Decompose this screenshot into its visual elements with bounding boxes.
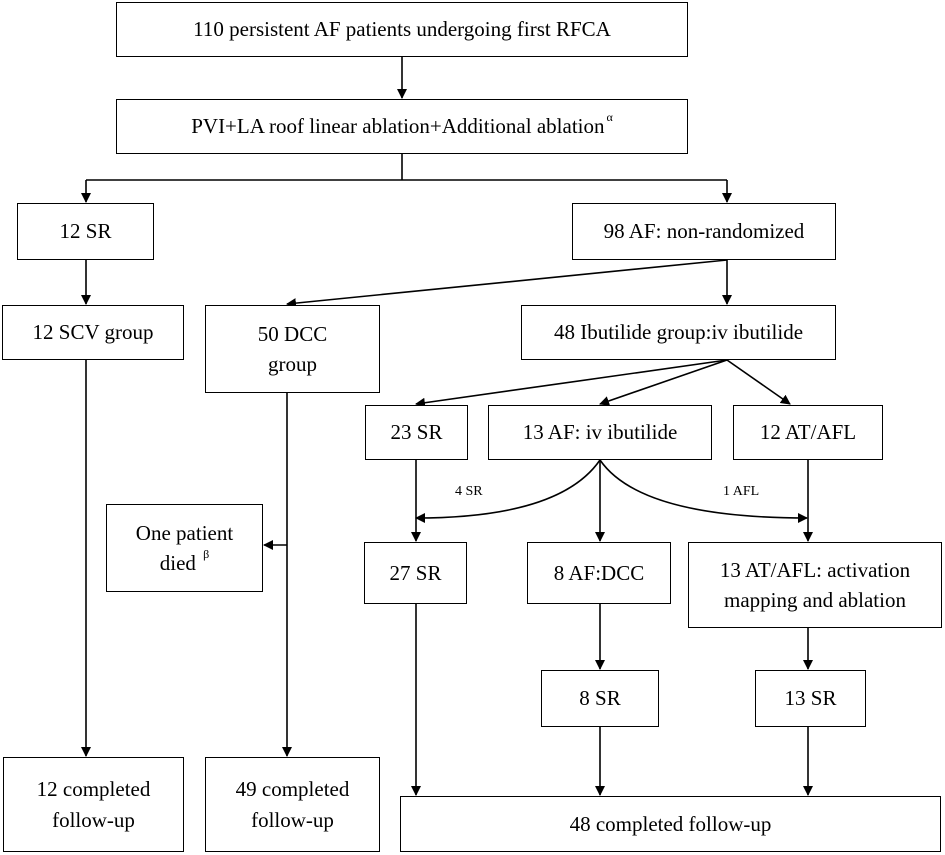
edge-ibu-to-atafl12: [726, 359, 791, 405]
box-scv: 12 SCV group: [2, 305, 184, 360]
died-footnote-mark: β: [203, 547, 210, 561]
box-dcc50-content: 50 DCC group: [258, 319, 327, 380]
edge-label-4sr: 4 SR: [455, 484, 483, 499]
box-af98-text: 98 AF: non-randomized: [603, 219, 805, 244]
box-sr13: 13 SR: [755, 670, 866, 727]
box-fu48-text: 48 completed follow-up: [569, 811, 772, 836]
ablation-footnote-mark: α: [606, 110, 613, 125]
box-atafl12-text: 12 AT/AFL: [759, 420, 857, 445]
box-ibutilide48: 48 Ibutilide group:iv ibutilide: [521, 305, 836, 360]
box-dcc50-line1: 50 DCC: [257, 321, 328, 346]
edge-af13-to-sr27: [415, 459, 601, 523]
box-died: One patient died β: [106, 504, 263, 592]
box-dcc50-line2: group: [268, 352, 317, 376]
box-sr27: 27 SR: [364, 542, 467, 604]
edge-ibu-to-sr23: [415, 359, 728, 408]
box-dcc50: 50 DCC group: [205, 305, 380, 393]
box-sr23: 23 SR: [365, 405, 468, 460]
edge-label-1afl: 1 AFL: [723, 484, 760, 499]
box-atafl13: 13 AT/AFL: activation mapping and ablati…: [688, 542, 942, 628]
box-af13-text: 13 AF: iv ibutilide: [522, 420, 678, 445]
edge-af98-to-dcc: [286, 259, 728, 309]
box-died-line2: died β: [136, 547, 233, 578]
box-fu49-line2: follow-up: [251, 807, 334, 832]
box-fu12-line2: follow-up: [52, 807, 135, 832]
box-atafl13-line2: mapping and ablation: [724, 588, 906, 612]
box-atafl12: 12 AT/AFL: [733, 405, 883, 460]
box-afdcc8: 8 AF:DCC: [527, 542, 671, 604]
box-afdcc8-text: 8 AF:DCC: [553, 560, 645, 585]
edge-ibu-to-af13: [599, 359, 728, 406]
box-fu12-line1: 12 completed: [36, 777, 151, 802]
box-died-line1: One patient: [135, 520, 234, 545]
box-top: 110 persistent AF patients undergoing fi…: [116, 2, 688, 57]
box-sr8: 8 SR: [541, 670, 659, 727]
box-sr13-text: 13 SR: [784, 686, 837, 711]
box-atafl13-line1: 13 AT/AFL: activation: [719, 557, 911, 582]
box-top-text: 110 persistent AF patients undergoing fi…: [193, 17, 611, 42]
box-af13: 13 AF: iv ibutilide: [488, 405, 712, 460]
box-fu12: 12 completed follow-up: [3, 757, 184, 852]
box-ibutilide48-text: 48 Ibutilide group:iv ibutilide: [553, 320, 804, 345]
box-sr8-text: 8 SR: [579, 686, 621, 711]
box-sr12-text: 12 SR: [59, 219, 112, 244]
box-fu48: 48 completed follow-up: [400, 796, 941, 852]
ablation-label: PVI+LA roof linear ablation+Additional a…: [191, 114, 605, 139]
box-fu49-line1: 49 completed: [235, 777, 350, 802]
box-sr23-text: 23 SR: [390, 420, 443, 445]
box-died-content: One patient died β: [136, 518, 233, 579]
box-sr12: 12 SR: [17, 203, 154, 260]
box-fu12-content: 12 completed follow-up: [37, 774, 151, 835]
box-scv-text: 12 SCV group: [32, 320, 154, 345]
box-ablation-text: PVI+LA roof linear ablation+Additional a…: [191, 110, 613, 141]
edge-af13-to-atafl13: [599, 459, 808, 523]
box-ablation: PVI+LA roof linear ablation+Additional a…: [116, 99, 688, 154]
died-label: died: [159, 551, 196, 575]
box-fu49-content: 49 completed follow-up: [236, 774, 350, 835]
box-atafl13-content: 13 AT/AFL: activation mapping and ablati…: [720, 555, 910, 616]
box-fu49: 49 completed follow-up: [205, 757, 380, 852]
box-af98: 98 AF: non-randomized: [572, 203, 836, 260]
box-sr27-text: 27 SR: [389, 560, 442, 585]
